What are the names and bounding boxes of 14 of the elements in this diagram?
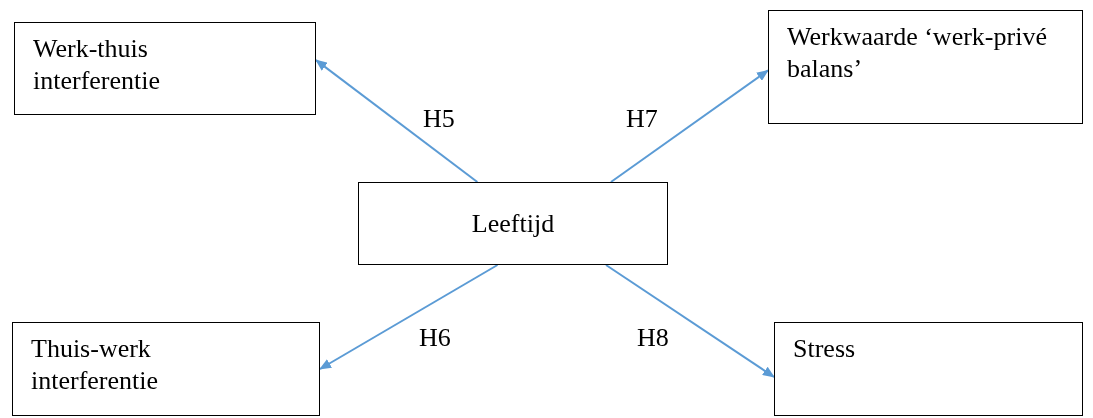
box-text: Leeftijd bbox=[471, 207, 555, 240]
process-box bbox=[768, 10, 1083, 124]
arrow bbox=[609, 69, 769, 183]
arrow bbox=[605, 264, 775, 378]
arrow bbox=[319, 264, 499, 370]
box-text: Werkwaarde ‘werk-privé balans’ bbox=[787, 21, 1048, 85]
process-box bbox=[12, 322, 320, 416]
box-text: Werk-thuis interferentie bbox=[33, 33, 162, 97]
box-text: Stress bbox=[793, 333, 857, 365]
process-box bbox=[14, 22, 316, 115]
process-box bbox=[358, 182, 668, 265]
process-box bbox=[774, 322, 1083, 416]
box-text: Thuis-werk interferentie bbox=[31, 333, 160, 397]
arrow bbox=[315, 59, 479, 183]
